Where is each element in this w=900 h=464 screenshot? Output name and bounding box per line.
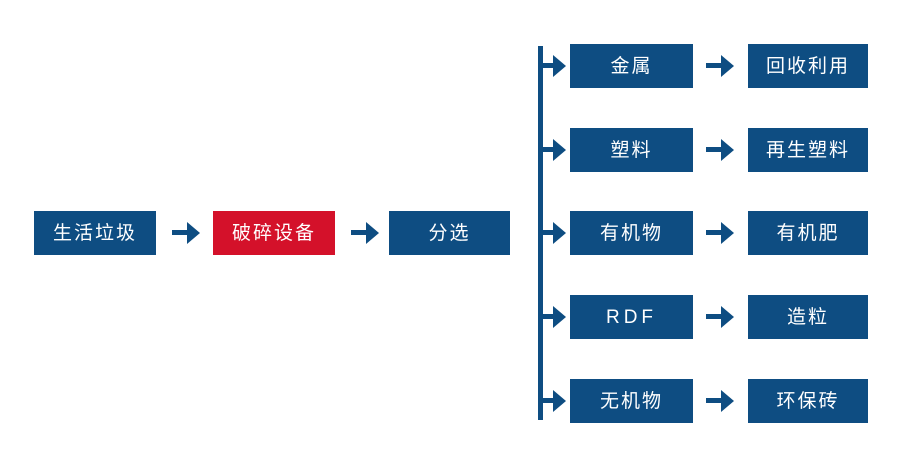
arrow-right-icon-product-3 <box>706 222 734 244</box>
flow-node-crushing-equipment[interactable]: 破碎设备 <box>213 211 335 255</box>
arrow-right-icon-product-2 <box>706 139 734 161</box>
branch-material-2[interactable]: 塑料 <box>570 128 693 172</box>
branch-product-4[interactable]: 造粒 <box>748 295 868 339</box>
arrow-right-icon-main-2 <box>351 222 379 244</box>
branch-product-2[interactable]: 再生塑料 <box>748 128 868 172</box>
arrow-right-icon-branch-1 <box>538 55 566 77</box>
branch-product-1[interactable]: 回收利用 <box>748 44 868 88</box>
flow-node-household-waste[interactable]: 生活垃圾 <box>34 211 156 255</box>
flow-node-sorting[interactable]: 分选 <box>389 211 510 255</box>
arrow-right-icon-branch-4 <box>538 306 566 328</box>
branch-product-5[interactable]: 环保砖 <box>748 379 868 423</box>
arrow-right-icon-product-4 <box>706 306 734 328</box>
arrow-right-icon-branch-2 <box>538 139 566 161</box>
arrow-right-icon-main-1 <box>172 222 200 244</box>
arrow-right-icon-product-5 <box>706 390 734 412</box>
branch-material-1[interactable]: 金属 <box>570 44 693 88</box>
branch-material-3[interactable]: 有机物 <box>570 211 693 255</box>
arrow-right-icon-product-1 <box>706 55 734 77</box>
branch-material-4[interactable]: RDF <box>570 295 693 339</box>
branch-product-3[interactable]: 有机肥 <box>748 211 868 255</box>
arrow-right-icon-branch-5 <box>538 390 566 412</box>
branch-material-5[interactable]: 无机物 <box>570 379 693 423</box>
arrow-right-icon-branch-3 <box>538 222 566 244</box>
